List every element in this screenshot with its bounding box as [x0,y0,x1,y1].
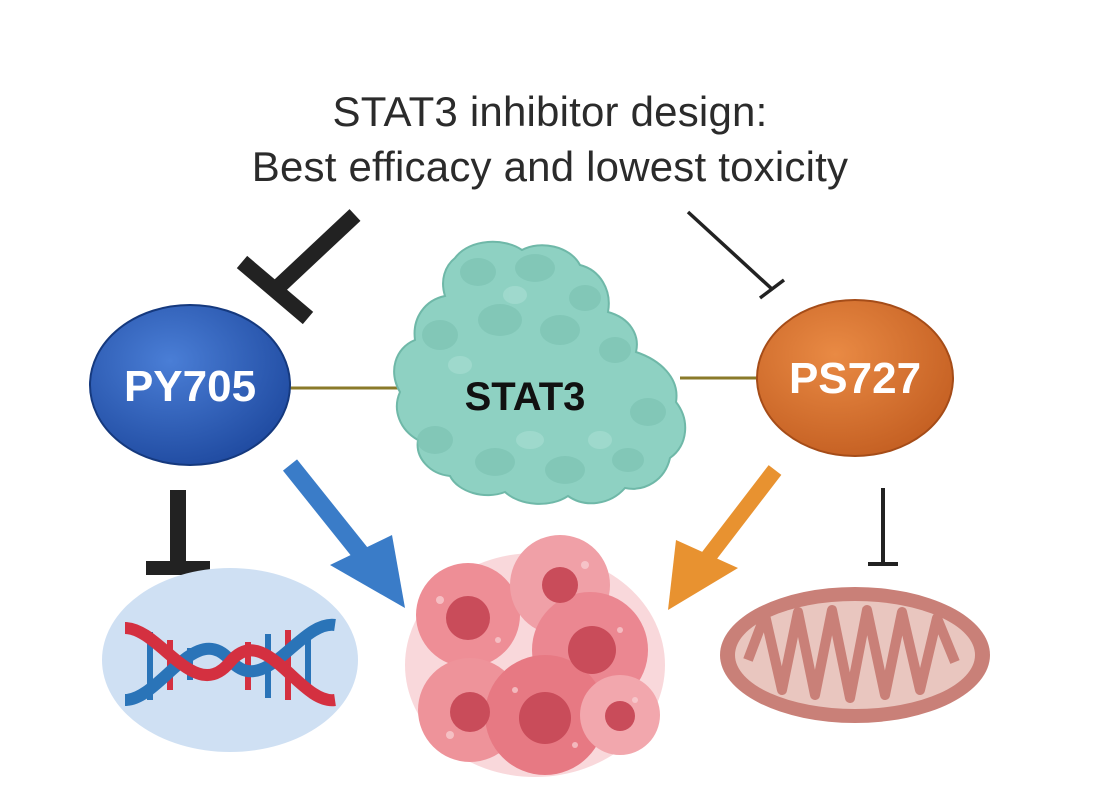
inhibit-ps727 [686,210,786,300]
orange-arrow [668,465,782,610]
inhibit-dna [146,490,210,575]
stat3-protein-icon: STAT3 [393,240,687,505]
py705-label: PY705 [124,362,256,411]
blue-arrow [282,459,405,608]
title-line-2: Best efficacy and lowest toxicity [251,143,849,190]
py705-node: PY705 [89,304,291,466]
inhibit-py705 [236,209,361,325]
mitochondrion-icon [720,587,990,723]
inhibit-mitochondrion [868,488,898,566]
stat3-label: STAT3 [465,375,586,419]
ps727-node: PS727 [756,299,954,457]
dna-icon [102,568,358,752]
ps727-label: PS727 [789,354,921,403]
cancer-cells-icon [405,535,665,777]
title-line-1: STAT3 inhibitor design: [332,88,768,135]
